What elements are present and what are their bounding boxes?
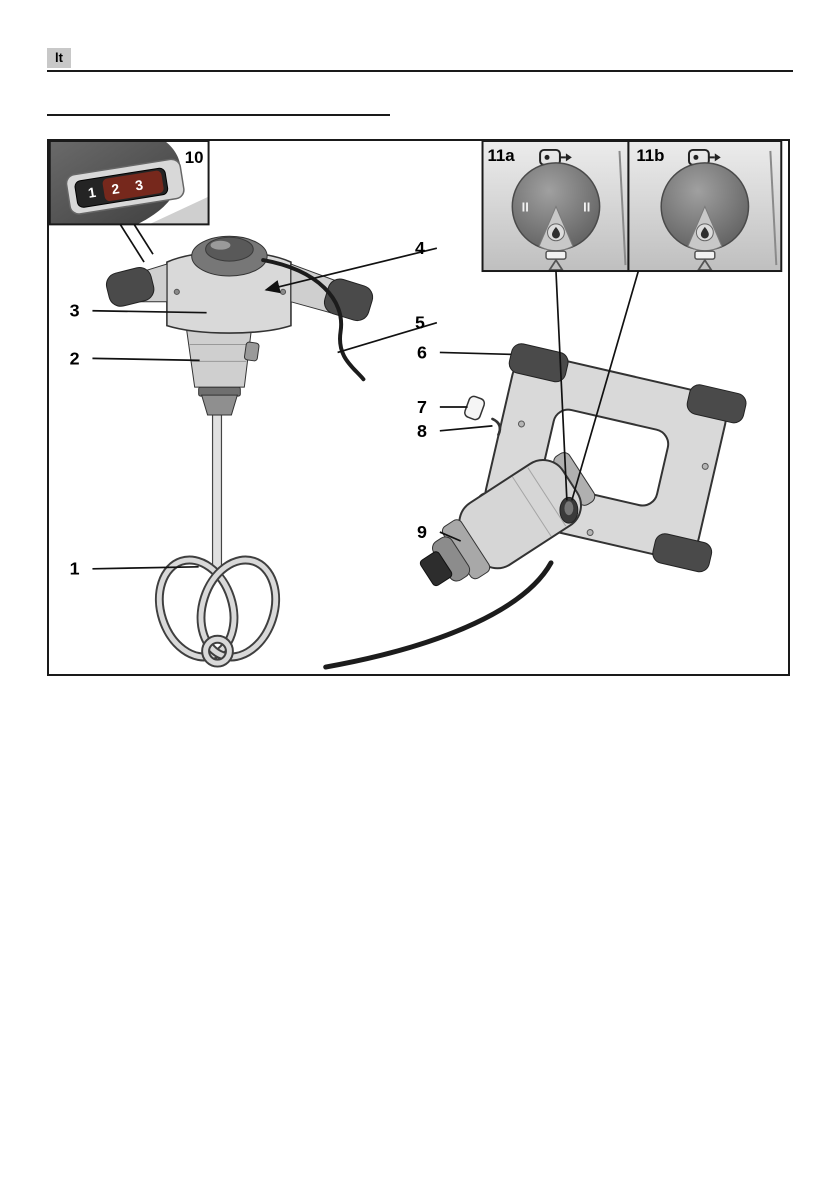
inset10-label: 10 xyxy=(185,148,204,167)
frame-screw-2 xyxy=(701,462,709,470)
body-screw-left xyxy=(173,288,180,295)
droplet-icon-a xyxy=(551,226,560,239)
callout-9: 9 xyxy=(417,522,427,542)
leader-line-1 xyxy=(92,565,199,570)
inset11a-edge-shadow xyxy=(618,150,627,266)
inset-speed-selector: 1 2 3 10 xyxy=(49,141,210,226)
inset11a-label: 11a xyxy=(487,146,515,165)
leader-lines xyxy=(92,223,640,570)
leader-line-4 xyxy=(264,247,438,294)
inset11b-label: 11b xyxy=(636,146,664,165)
callout-8: 8 xyxy=(417,421,427,441)
dial-latch-a xyxy=(545,250,567,260)
housing-seam-2 xyxy=(511,476,552,537)
gear-neck xyxy=(186,330,252,388)
right-tool xyxy=(323,343,747,670)
motor-dome-cap xyxy=(205,236,254,262)
power-cable-right xyxy=(323,560,554,670)
power-cable-left xyxy=(261,258,366,382)
leader-line-2 xyxy=(92,357,200,362)
side-knob xyxy=(244,341,260,362)
callout-2: 2 xyxy=(70,348,80,368)
callout-1: 1 xyxy=(70,559,80,579)
leader-line-dial-a xyxy=(555,270,568,501)
frame-screw-1 xyxy=(517,420,525,428)
leader-line-9 xyxy=(439,531,462,542)
alignment-triangle-b xyxy=(696,258,713,271)
selector-red-area xyxy=(102,170,164,202)
body-screw-right xyxy=(279,288,287,295)
callout-4: 4 xyxy=(415,238,425,258)
inset11b-edge-shadow xyxy=(769,150,778,266)
motor-housing-right xyxy=(419,452,596,587)
frame-grip-top-right xyxy=(686,384,747,424)
heading-underline xyxy=(47,114,390,116)
left-tool xyxy=(105,235,374,668)
inset11b-frame xyxy=(627,141,783,273)
frame-grip-bottom-right xyxy=(652,533,713,573)
language-tag: lt xyxy=(47,48,71,68)
inset10-frame xyxy=(49,141,210,226)
symbol-dot-b xyxy=(693,154,699,160)
leader-line-3 xyxy=(92,309,207,314)
lock-button xyxy=(464,395,486,421)
mixing-paddle xyxy=(154,555,281,668)
dial-mark-right: II xyxy=(583,199,590,214)
housing-seam-1 xyxy=(527,467,567,527)
paddle-ring xyxy=(203,636,232,666)
gear-selector-switch: 1 2 3 xyxy=(65,158,185,215)
top-rule xyxy=(47,70,793,72)
symbol-arrow-head-a xyxy=(565,153,572,162)
callout-labels: 1 2 3 4 5 6 7 8 9 xyxy=(70,238,427,579)
leader-line-6 xyxy=(439,351,512,356)
right-handle-grip xyxy=(323,278,374,322)
gear-digit-1: 1 xyxy=(87,184,97,201)
leader-line-inset10-a xyxy=(119,223,145,263)
leader-line-dial-b xyxy=(571,270,640,501)
droplet-icon-b xyxy=(700,226,709,239)
gear-digit-3: 3 xyxy=(134,176,144,193)
spindle-chuck-left xyxy=(200,394,239,416)
inset-dial-11b: 11b xyxy=(627,141,783,273)
dial-latch-b xyxy=(694,250,716,260)
inset-dial-11a: II II 11a xyxy=(481,141,630,273)
switch-lever xyxy=(491,417,502,437)
spindle-chuck-right xyxy=(419,551,453,587)
paddle-loop-right xyxy=(198,557,279,660)
left-handle-grip xyxy=(105,267,155,307)
symbol-dot-a xyxy=(544,154,550,160)
callout-5: 5 xyxy=(415,313,425,333)
callout-3: 3 xyxy=(70,301,80,321)
leader-line-5 xyxy=(337,321,438,354)
callout-7: 7 xyxy=(417,397,427,417)
paddle-shaft xyxy=(211,414,223,575)
gear-digit-2: 2 xyxy=(110,180,120,197)
leader-line-inset10-b xyxy=(133,223,154,255)
frame-screw-3 xyxy=(586,529,594,536)
callout-6: 6 xyxy=(417,342,427,362)
speed-dial-knob-center xyxy=(564,501,574,516)
dial-mark-left: II xyxy=(522,199,529,214)
figure-box: 1 2 3 10 xyxy=(47,139,790,676)
alignment-triangle-a xyxy=(547,258,565,271)
paddle-loop-left xyxy=(156,557,237,660)
symbol-arrow-head-b xyxy=(714,153,721,162)
dome-highlight xyxy=(210,240,231,250)
frame-grip-top-left xyxy=(508,343,569,383)
leader-line-8 xyxy=(439,425,493,432)
figure-art: 1 2 3 10 xyxy=(49,141,783,670)
